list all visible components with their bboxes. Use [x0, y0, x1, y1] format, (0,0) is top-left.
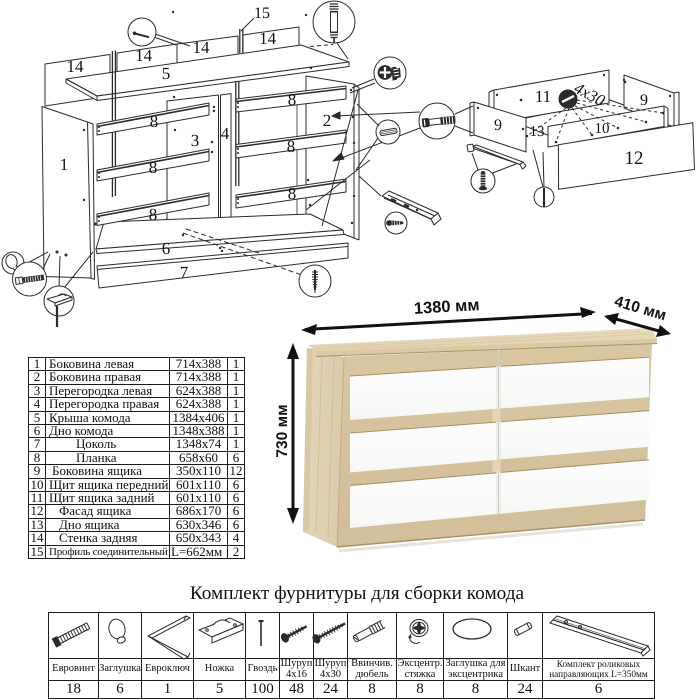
svg-text:10: 10 [595, 121, 610, 137]
svg-text:9: 9 [494, 117, 502, 134]
svg-text:14: 14 [193, 38, 211, 57]
svg-text:15: 15 [254, 5, 270, 22]
svg-text:4: 4 [221, 124, 230, 143]
svg-text:730 мм: 730 мм [274, 404, 291, 457]
svg-text:14: 14 [259, 29, 277, 48]
svg-text:8: 8 [288, 90, 297, 109]
svg-text:6: 6 [162, 239, 171, 258]
svg-text:1: 1 [60, 155, 69, 174]
svg-text:14: 14 [67, 57, 85, 76]
svg-text:8: 8 [150, 112, 159, 131]
svg-text:12: 12 [625, 148, 644, 169]
svg-text:14: 14 [135, 46, 153, 65]
svg-text:7: 7 [180, 263, 189, 282]
svg-text:5: 5 [162, 64, 171, 83]
svg-text:8: 8 [288, 184, 297, 203]
svg-text:3: 3 [191, 131, 200, 150]
svg-text:8: 8 [149, 205, 158, 224]
svg-text:8: 8 [149, 158, 158, 177]
svg-text:13: 13 [530, 124, 545, 140]
svg-text:2: 2 [323, 111, 332, 130]
svg-text:8: 8 [287, 137, 296, 156]
svg-text:1380 мм: 1380 мм [413, 296, 480, 318]
svg-text:11: 11 [535, 87, 551, 106]
svg-text:9: 9 [640, 92, 648, 109]
